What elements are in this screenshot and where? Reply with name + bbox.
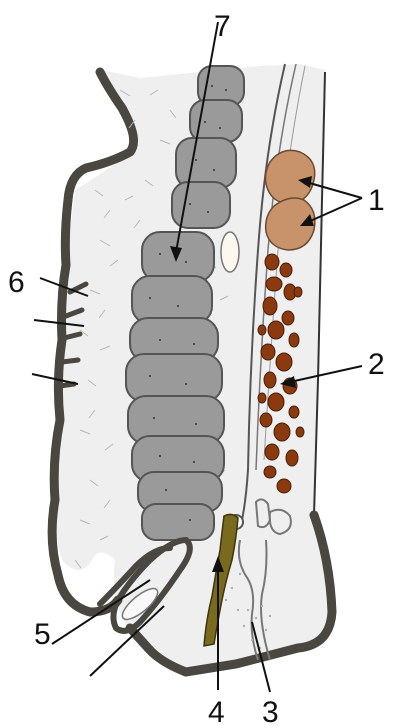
orange-granule-upper xyxy=(265,150,314,204)
segment xyxy=(176,138,236,188)
label-2: 2 xyxy=(368,348,385,381)
label-1: 1 xyxy=(368,184,385,217)
label-6: 6 xyxy=(8,266,25,299)
label-3: 3 xyxy=(262,696,279,728)
white-cell xyxy=(221,232,239,272)
segment xyxy=(142,504,214,540)
segment xyxy=(132,276,212,324)
label-4: 4 xyxy=(208,696,225,728)
label-7: 7 xyxy=(214,10,231,43)
segment xyxy=(126,354,222,402)
label-5: 5 xyxy=(34,618,51,651)
